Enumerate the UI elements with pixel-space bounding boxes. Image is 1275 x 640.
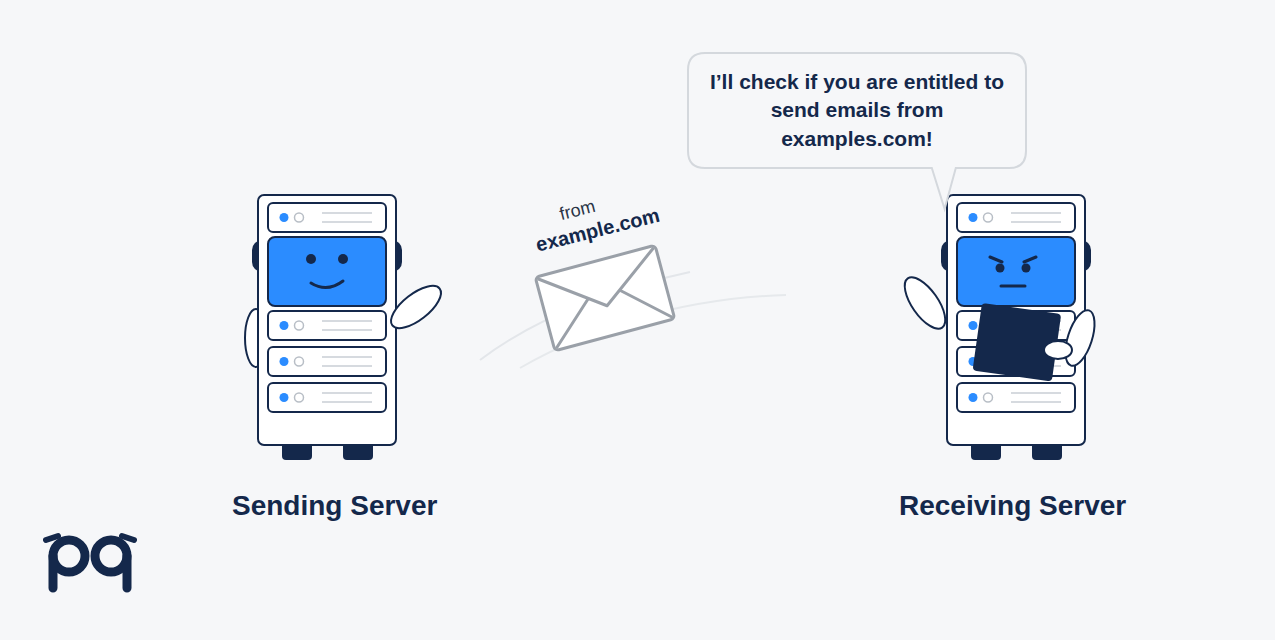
speech-text: I’ll check if you are entitled to send e… [707,68,1007,153]
sending-robot [245,195,448,460]
server-name: Sending Server [232,490,437,522]
logo [46,536,134,588]
speech-bubble: I’ll check if you are entitled to send e… [687,52,1027,169]
receiving-robot [897,195,1100,460]
server-name: Receiving Server [899,490,1126,522]
bubble-shape [688,53,1026,209]
server-caption: Sending Server [232,490,437,522]
envelope [535,245,674,351]
server-caption: Receiving Server [899,490,1126,522]
